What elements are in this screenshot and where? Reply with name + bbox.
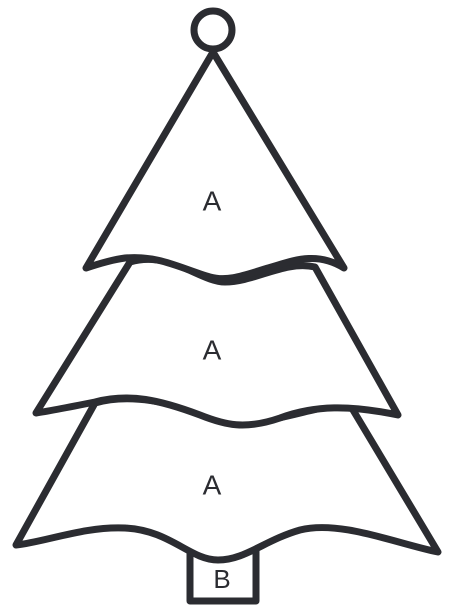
tier-middle-label: A — [203, 334, 222, 365]
trunk-label: B — [213, 564, 230, 594]
tree-tier-top — [86, 52, 344, 279]
tier-bottom-label: A — [203, 469, 222, 500]
tier-top-label: A — [203, 185, 222, 216]
ornament-ring — [194, 11, 232, 49]
